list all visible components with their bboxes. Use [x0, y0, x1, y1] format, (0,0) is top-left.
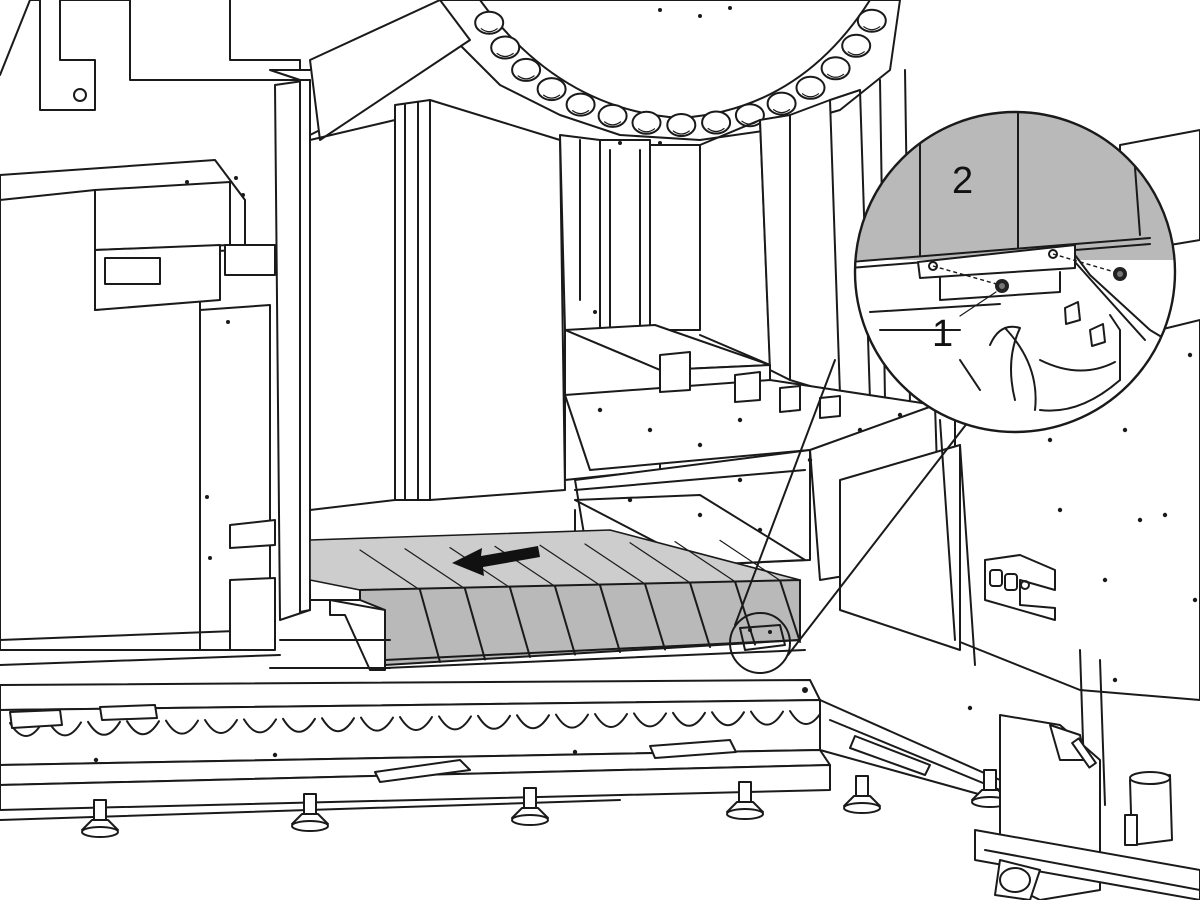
tool-pocket-lip: [517, 75, 535, 80]
trough-scallops: [9, 710, 823, 737]
trough-scallop: [204, 719, 238, 734]
trough-scallop: [321, 717, 355, 733]
detail-leader-lower: [787, 399, 986, 656]
cover-section-edge: [599, 584, 621, 653]
trough-scallop: [672, 711, 706, 727]
foot-stem: [738, 781, 752, 803]
cover-section-edge: [509, 586, 531, 658]
trough-scallop: [750, 710, 784, 726]
foot-stem: [303, 793, 317, 815]
tool-pocket-lip: [572, 110, 590, 115]
cover-section-top-edge: [404, 548, 466, 590]
trough-scallop: [282, 717, 316, 733]
tool-pocket: [511, 57, 542, 82]
cover-section-top-edge: [359, 549, 421, 591]
tool-pockets: [474, 8, 887, 137]
cover-section-edge: [734, 580, 756, 646]
trough-bolts: [93, 687, 973, 763]
tool-pocket-lip: [480, 28, 498, 33]
screw-icon: [995, 279, 1009, 293]
trough-scallop: [126, 720, 160, 736]
detail-locator-circle: [729, 612, 791, 674]
tool-pocket: [565, 92, 596, 117]
trough-scallop: [165, 719, 199, 735]
tool-pocket-lip: [773, 109, 791, 114]
tool-pocket-lip: [604, 121, 622, 126]
trough-scallop: [477, 714, 511, 730]
tool-pocket: [631, 110, 662, 135]
machine-column: [274, 69, 911, 621]
tool-pocket: [820, 56, 851, 81]
foot-base: [291, 820, 329, 832]
tool-pocket-lip: [847, 51, 865, 56]
tool-pocket: [490, 35, 521, 60]
foot-base: [511, 814, 549, 826]
tool-pocket-lip: [543, 94, 561, 99]
tool-pocket-lip: [801, 93, 820, 98]
cover-section-edge: [464, 587, 486, 661]
foot-base: [843, 802, 881, 814]
tool-pocket: [536, 77, 567, 102]
cover-section-top-edge: [629, 542, 691, 584]
way-cover-sections: [359, 539, 801, 663]
trough-scallop: [516, 714, 550, 730]
cover-section-edge: [554, 585, 576, 656]
tool-changer-carousel: [439, 0, 901, 141]
tool-pocket: [701, 110, 732, 135]
trough-scallop: [633, 712, 667, 728]
tool-pocket-lip: [863, 26, 881, 31]
chip-trough: [0, 679, 1009, 838]
trough-scallop: [87, 720, 121, 736]
trough-scallop: [399, 716, 433, 731]
trough-plates: [9, 704, 931, 783]
arrow-left-icon: [452, 546, 540, 576]
trough-scallop: [243, 718, 277, 734]
tool-pocket: [666, 113, 697, 137]
left-door-panel: [0, 159, 281, 666]
tool-pocket-lip: [707, 127, 725, 133]
cover-section-top-edge: [539, 544, 601, 586]
detail-mounting-plate: [917, 244, 1076, 279]
foot-base: [726, 808, 764, 820]
tool-pocket-lip: [496, 52, 514, 58]
tool-pocket: [474, 10, 505, 35]
foot-stem: [523, 787, 537, 809]
foot-stem: [855, 775, 869, 797]
leveling-feet: [81, 769, 1009, 838]
cover-section-top-edge: [584, 543, 646, 585]
trough-scallop: [438, 715, 472, 731]
bottom-right-mechanism: [974, 714, 1200, 900]
foot-stem: [983, 769, 997, 791]
cover-section-edge: [644, 583, 666, 651]
telescopic-way-cover: [269, 529, 806, 671]
tool-pocket: [766, 91, 797, 116]
trough-scallop: [555, 713, 589, 729]
callout-label-screw: 1: [932, 313, 953, 355]
tool-pocket: [856, 8, 887, 33]
cover-section-top-edge: [674, 541, 736, 583]
foot-base: [81, 826, 119, 838]
trough-scallop: [594, 713, 628, 728]
cover-section-edge: [689, 581, 711, 648]
cover-section-edge: [779, 579, 801, 643]
foot-stem: [93, 799, 107, 821]
cover-section-edge: [419, 589, 441, 663]
trough-scallop: [360, 716, 394, 732]
tool-pocket-lip: [827, 73, 845, 78]
tool-pocket: [841, 33, 872, 58]
trough-scallop: [711, 711, 745, 727]
tool-pocket-lip: [637, 128, 656, 133]
screw-icon: [1113, 267, 1127, 281]
cover-section-top-edge: [719, 539, 781, 581]
tool-pocket: [597, 103, 628, 128]
callout-label-cover: 2: [952, 160, 973, 202]
tool-pocket: [795, 75, 826, 100]
detail-leader-upper: [734, 359, 836, 626]
tool-pocket-lip: [672, 130, 690, 135]
